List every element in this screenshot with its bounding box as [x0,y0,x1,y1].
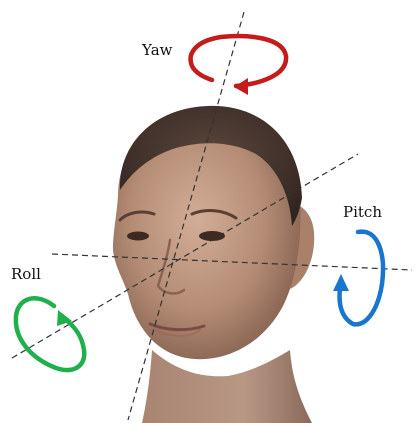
yaw-arrow-icon [191,36,287,95]
roll-label: Roll [11,267,41,282]
left-eye [127,232,149,241]
neck [142,350,312,423]
roll-arrow-icon [16,298,84,370]
pitch-label: Pitch [343,205,382,220]
yaw-label: Yaw [142,43,173,58]
pitch-arrow-icon [333,232,383,325]
